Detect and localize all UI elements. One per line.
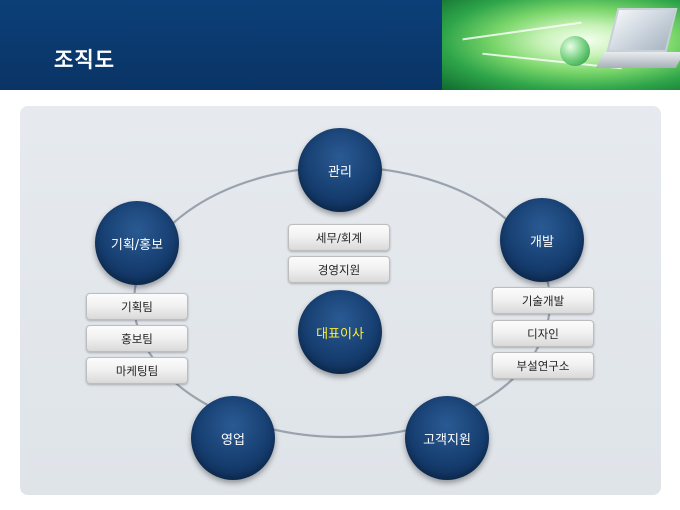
header-banner: 조직도 <box>0 0 680 90</box>
node-sales: 영업 <box>191 396 275 480</box>
page-title: 조직도 <box>54 48 115 72</box>
node-support: 고객지원 <box>405 396 489 480</box>
node-management: 관리 <box>298 128 382 212</box>
box-business-support: 경영지원 <box>288 256 390 283</box>
box-design: 디자인 <box>492 320 594 347</box>
box-tax-accounting: 세무/회계 <box>288 224 390 251</box>
box-marketing-team: 마케팅팀 <box>86 357 188 384</box>
header-decorative-image <box>442 0 680 90</box>
box-tech-development: 기술개발 <box>492 287 594 314</box>
box-pr-team: 홍보팀 <box>86 325 188 352</box>
globe-icon <box>560 36 590 66</box>
node-planning: 기획/홍보 <box>95 201 179 285</box>
node-ceo: 대표이사 <box>298 290 382 374</box>
box-research-lab: 부설연구소 <box>492 352 594 379</box>
node-development: 개발 <box>500 198 584 282</box>
box-planning-team: 기획팀 <box>86 293 188 320</box>
